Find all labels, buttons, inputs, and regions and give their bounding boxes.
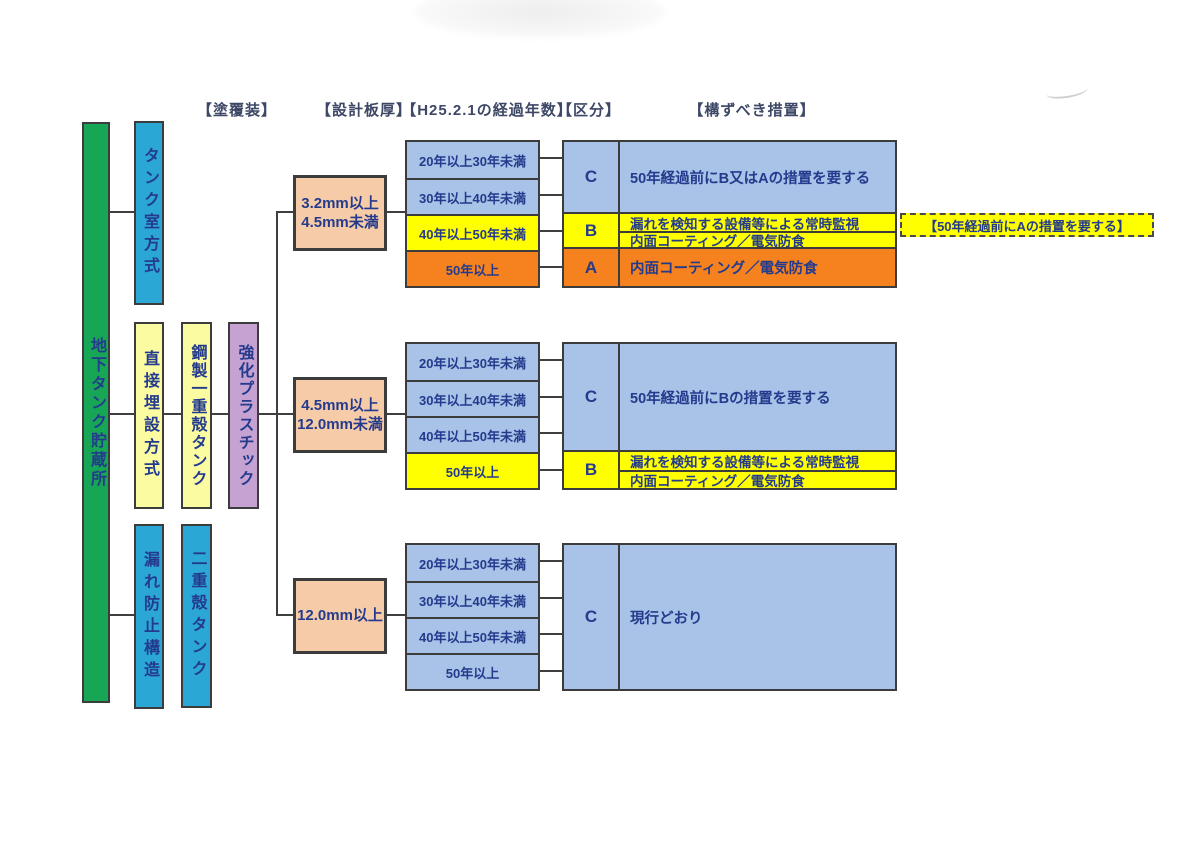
section-category-c: C 50年経過前にBの措置を要する (564, 344, 895, 450)
measure-text: 現行どおり (630, 610, 703, 627)
node-steel-single-shell-tank: 鋼製一重殻タンク (181, 322, 212, 509)
year-range-cell: 50年以上 (407, 250, 538, 286)
connector-line (540, 670, 562, 672)
connector-line (540, 396, 562, 398)
thickness-line: 12.0mm未満 (297, 416, 383, 433)
category-measures-box-1: C 50年経過前にB又はAの措置を要する B 漏れを検知する設備等による常時監視… (562, 140, 897, 288)
measure-text: 内面コーティング／電気防食 (630, 234, 805, 247)
scan-smudge-artifact (415, 0, 665, 38)
thickness-box-12mm: 12.0mm以上 (293, 578, 387, 654)
connector-line (276, 614, 293, 616)
measure-text: 50年経過前にBの措置を要する (630, 390, 831, 407)
annotation-measure-a-before-50-years: 【50年経過前にAの措置を要する】 (900, 213, 1154, 237)
connector-line (110, 211, 134, 213)
node-leak-prevention-structure: 漏れ防止構造 (134, 524, 164, 709)
year-range-cell: 20年以上30年未満 (407, 344, 538, 380)
branch-vertical-line (276, 211, 278, 616)
column-header-coating: 【塗覆装】 (196, 102, 278, 119)
elapsed-years-column-3: 20年以上30年未満 30年以上40年未満 40年以上50年未満 50年以上 (405, 543, 540, 691)
year-range-cell: 50年以上 (407, 452, 538, 488)
year-range-cell: 50年以上 (407, 653, 538, 689)
thickness-line: 12.0mm以上 (297, 607, 383, 625)
thickness-line: 3.2mm以上 (301, 194, 379, 212)
column-header-plate-thickness: 【設計板厚】 (315, 102, 413, 119)
connector-line (540, 633, 562, 635)
connector-line (387, 413, 405, 415)
year-range-cell: 30年以上40年未満 (407, 178, 538, 214)
year-range-cell: 40年以上50年未満 (407, 416, 538, 452)
node-tank-room-method: タンク室方式 (134, 121, 164, 305)
connector-line (540, 432, 562, 434)
measure-text: 漏れを検知する設備等による常時監視 (620, 214, 895, 233)
measure-text: 内面コーティング／電気防食 (630, 261, 818, 277)
year-range-cell: 40年以上50年未満 (407, 617, 538, 653)
year-range-cell: 40年以上50年未満 (407, 214, 538, 250)
thickness-box-4-5mm: 4.5mm以上 12.0mm未満 (293, 377, 387, 453)
category-measures-box-3: C 現行どおり (562, 543, 897, 691)
year-range-cell: 20年以上30年未満 (407, 545, 538, 581)
connector-line (540, 359, 562, 361)
column-header-category: 【区分】 (556, 102, 622, 119)
node-double-shell-tank: 二重殻タンク (181, 524, 212, 708)
year-range-cell: 30年以上40年未満 (407, 380, 538, 416)
connector-line (540, 157, 562, 159)
connector-line (540, 194, 562, 196)
connector-line (540, 469, 562, 471)
scan-squiggle-artifact (1045, 81, 1089, 101)
connector-line (387, 211, 405, 213)
category-letter: A (564, 249, 620, 286)
section-category-b: B 漏れを検知する設備等による常時監視 内面コーティング／電気防食 (564, 212, 895, 247)
category-letter: C (564, 344, 620, 450)
section-category-b: B 漏れを検知する設備等による常時監視 内面コーティング／電気防食 (564, 450, 895, 488)
connector-line (540, 266, 562, 268)
column-header-elapsed-years: 【H25.2.1の経過年数】 (401, 102, 573, 119)
connector-line (110, 614, 134, 616)
elapsed-years-column-1: 20年以上30年未満 30年以上40年未満 40年以上50年未満 50年以上 (405, 140, 540, 288)
connector-line (540, 230, 562, 232)
measure-text: 内面コーティング／電気防食 (630, 474, 805, 488)
connector-line (212, 413, 228, 415)
category-letter: C (564, 545, 620, 689)
column-header-required-measures: 【構ずべき措置】 (688, 102, 816, 119)
connector-line (540, 560, 562, 562)
connector-line (276, 211, 293, 213)
node-direct-burial-method: 直接埋設方式 (134, 322, 164, 509)
section-category-c: C 現行どおり (564, 545, 895, 689)
node-underground-tank-storage: 地下タンク貯蔵所 (82, 122, 110, 703)
measure-text: 漏れを検知する設備等による常時監視 (620, 452, 895, 472)
node-reinforced-plastic: 強化プラスチック (228, 322, 259, 509)
elapsed-years-column-2: 20年以上30年未満 30年以上40年未満 40年以上50年未満 50年以上 (405, 342, 540, 490)
connector-line (110, 413, 134, 415)
category-measures-box-2: C 50年経過前にBの措置を要する B 漏れを検知する設備等による常時監視 内面… (562, 342, 897, 490)
category-letter: C (564, 142, 620, 212)
connector-line (387, 614, 405, 616)
connector-line (164, 413, 181, 415)
category-letter: B (564, 452, 620, 488)
year-range-cell: 20年以上30年未満 (407, 142, 538, 178)
measure-text: 50年経過前にB又はAの措置を要する (630, 170, 871, 187)
connector-line (540, 597, 562, 599)
thickness-line: 4.5mm以上 (301, 396, 379, 414)
section-category-c: C 50年経過前にB又はAの措置を要する (564, 142, 895, 212)
year-range-cell: 30年以上40年未満 (407, 581, 538, 617)
category-letter: B (564, 214, 620, 247)
thickness-box-3-2mm: 3.2mm以上 4.5mm未満 (293, 175, 387, 251)
section-category-a: A 内面コーティング／電気防食 (564, 247, 895, 286)
thickness-line: 4.5mm未満 (301, 214, 379, 231)
